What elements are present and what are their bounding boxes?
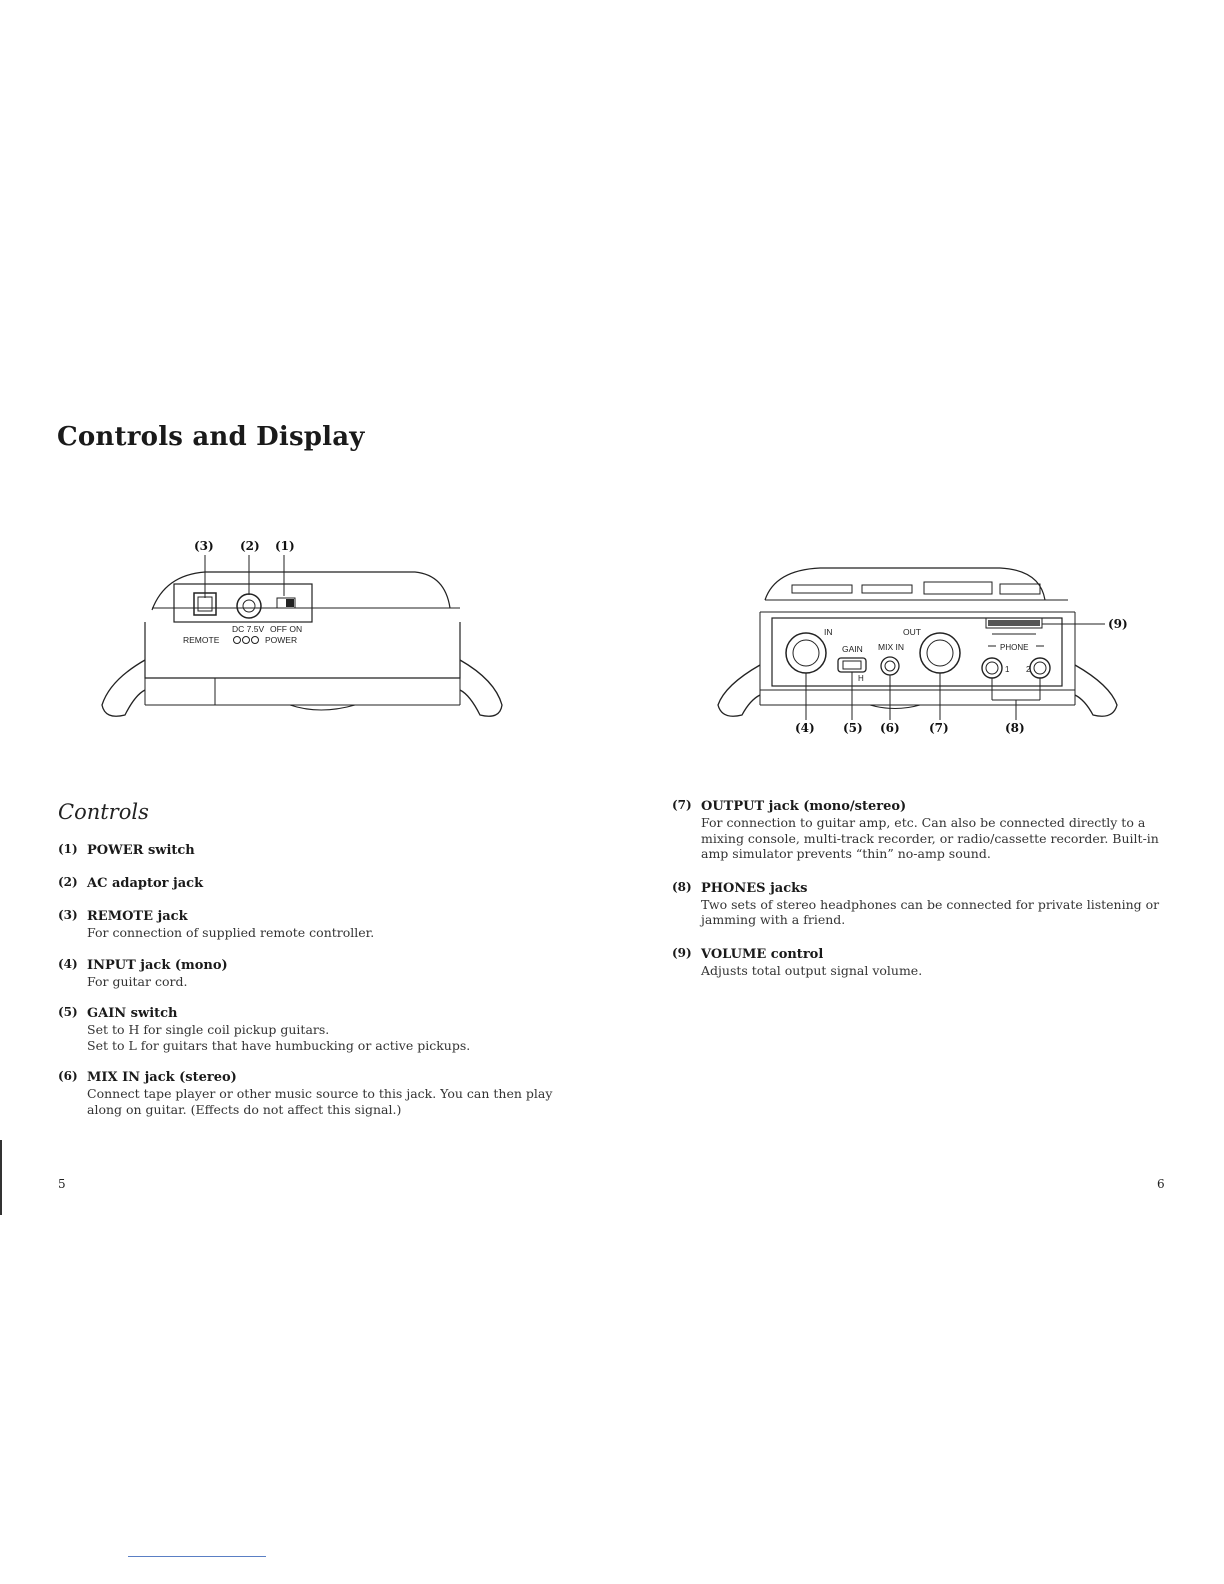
callout-8: (8) [1005, 721, 1025, 735]
item-title: REMOTE jack [87, 909, 188, 924]
device-side-view-diagram: (3) (2) (1) REMOTE DC 7.5V OFF ON POWER [80, 530, 540, 745]
item-title: INPUT jack (mono) [87, 957, 228, 973]
item-title: PHONES jacks [701, 880, 808, 896]
item-title: AC adaptor jack [87, 876, 204, 891]
callout-6: (6) [880, 721, 900, 735]
callout-4: (4) [795, 721, 815, 735]
out-label: OUT [903, 627, 921, 637]
list-item: (2) AC adaptor jack [58, 875, 558, 892]
gain-label: GAIN [842, 644, 863, 654]
dc-label: DC 7.5V [232, 624, 264, 634]
phone-1-label: 1 [1005, 665, 1010, 674]
list-item: (1) POWER switch [58, 842, 558, 859]
item-title: VOLUME control [701, 946, 824, 962]
page-number-left: 5 [58, 1177, 66, 1191]
in-label: IN [824, 627, 833, 637]
item-description: For connection of supplied remote contro… [87, 925, 375, 940]
list-item: (3) REMOTE jack For connection of suppli… [58, 908, 558, 941]
item-number: (9) [672, 945, 692, 960]
list-item: (6) MIX IN jack (stereo) Connect tape pl… [58, 1069, 558, 1117]
list-item: (8) PHONES jacks Two sets of stereo head… [672, 880, 1192, 928]
item-number: (2) [58, 875, 78, 889]
item-number: (4) [58, 956, 78, 971]
callout-3: (3) [194, 539, 214, 553]
item-number: (1) [58, 842, 78, 856]
list-item: (5) GAIN switch Set to H for single coil… [58, 1005, 558, 1053]
callout-1: (1) [275, 539, 295, 553]
list-item: (9) VOLUME control Adjusts total output … [672, 946, 1192, 979]
h-label: H [858, 674, 864, 683]
item-description: For connection to guitar amp, etc. Can a… [701, 815, 1159, 861]
list-item: (4) INPUT jack (mono) For guitar cord. [58, 957, 558, 990]
mix-in-label: MIX IN [878, 642, 904, 652]
controls-heading: Controls [58, 800, 149, 824]
callout-7: (7) [929, 721, 949, 735]
power-label: POWER [265, 635, 297, 645]
item-title: OUTPUT jack (mono/stereo) [701, 799, 907, 814]
item-number: (5) [58, 1005, 78, 1019]
item-description: Adjusts total output signal volume. [701, 962, 923, 978]
phone-2-label: 2 [1026, 665, 1031, 674]
remote-label: REMOTE [183, 635, 220, 645]
item-title: MIX IN jack (stereo) [87, 1070, 237, 1085]
item-number: (7) [672, 798, 692, 812]
bottom-rule [128, 1556, 266, 1557]
controls-list-right: (7) OUTPUT jack (mono/stereo) For connec… [672, 798, 1192, 992]
item-description: Connect tape player or other music sourc… [87, 1086, 553, 1117]
phone-label: PHONE [1000, 643, 1028, 652]
list-item: (7) OUTPUT jack (mono/stereo) For connec… [672, 798, 1192, 862]
off-on-label: OFF ON [270, 624, 302, 634]
item-title: POWER switch [87, 843, 195, 858]
callout-2: (2) [240, 539, 260, 553]
item-title: GAIN switch [87, 1006, 178, 1021]
callout-9: (9) [1108, 617, 1128, 631]
item-number: (6) [58, 1069, 78, 1083]
controls-list-left: (1) POWER switch (2) AC adaptor jack (3)… [58, 842, 558, 1131]
item-description: Set to H for single coil pickup guitars.… [87, 1022, 471, 1053]
device-front-view-diagram: (9) IN GAIN H MIX IN OUT PHONE 1 2 [700, 540, 1140, 745]
item-description: Two sets of stereo headphones can be con… [701, 896, 1160, 928]
page-title: Controls and Display [57, 422, 365, 452]
page-number-right: 6 [1157, 1177, 1165, 1191]
item-number: (8) [672, 879, 692, 894]
callout-5: (5) [843, 721, 863, 735]
item-number: (3) [58, 908, 78, 922]
scan-edge-mark [0, 1140, 2, 1215]
item-description: For guitar cord. [87, 973, 188, 989]
